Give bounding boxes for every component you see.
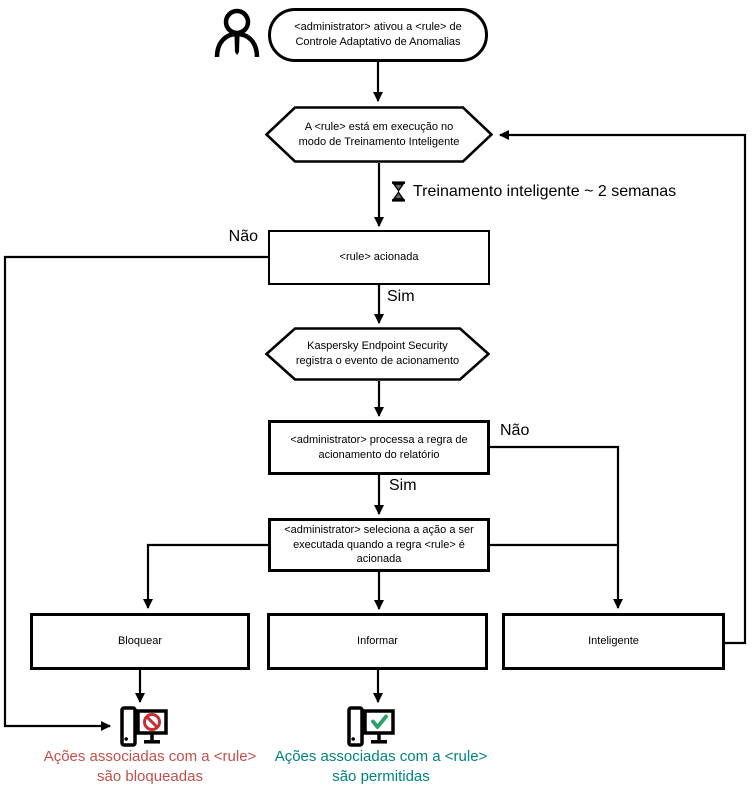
node-selects-action: <administrator> seleciona a ação a ser e… <box>268 518 490 572</box>
hexagon-shape <box>265 106 493 163</box>
outcome-blocked-line1: Ações associadas com a <rule> <box>43 748 257 765</box>
person-icon <box>214 8 260 58</box>
edge-label-rule-no: Não <box>228 228 258 245</box>
node-training-mode-label: A <rule> está em execução no modo de Tre… <box>298 120 460 148</box>
outcome-allowed-line2: são permitidas <box>332 767 430 785</box>
node-action-smart-label: Inteligente <box>588 635 639 648</box>
node-action-block-label: Bloquear <box>117 635 163 648</box>
hexagon-shape <box>265 327 490 381</box>
node-registers-event-label: Kaspersky Endpoint Security registra o e… <box>295 340 460 367</box>
node-processes-rule-label: <administrator> processa a regra de acio… <box>290 433 468 461</box>
edge-select-to-block <box>143 543 268 609</box>
edge-label-rule-yes: Sim <box>387 288 415 305</box>
hourglass-icon <box>392 181 405 202</box>
node-start: <administrator> ativou a <rule> de Contr… <box>268 8 488 62</box>
outcome-blocked-line2: são bloqueadas <box>97 767 203 785</box>
edge-smart-feedback-loop <box>499 130 747 645</box>
edge-label-process-no: Não <box>500 422 530 439</box>
check-icon <box>371 714 388 729</box>
node-rule-triggered-label: <rule> acionada <box>339 251 419 264</box>
outcome-blocked: Ações associadas com a <rule> são bloque… <box>30 747 270 787</box>
computer-allowed-icon <box>347 706 395 747</box>
edge-label-process-yes: Sim <box>389 477 417 494</box>
node-action-inform: Informar <box>267 613 488 670</box>
outcome-allowed: Ações associadas com a <rule> são permit… <box>266 747 496 787</box>
edge-process-no-to-smart <box>490 445 623 609</box>
training-duration-note: Treinamento inteligente ~ 2 semanas <box>391 181 676 202</box>
edge-rule-no-loop <box>3 255 268 731</box>
node-start-label: <administrator> ativou a <rule> de Contr… <box>294 21 462 48</box>
node-rule-triggered: <rule> acionada <box>268 230 490 285</box>
computer-blocked-icon <box>120 706 168 747</box>
node-processes-rule: <administrator> processa a regra de acio… <box>268 420 490 475</box>
node-training-mode: A <rule> está em execução no modo de Tre… <box>265 106 493 163</box>
node-action-inform-label: Informar <box>357 635 398 648</box>
node-action-smart: Inteligente <box>502 613 725 670</box>
prohibition-icon <box>143 713 161 731</box>
outcome-allowed-line1: Ações associadas com a <rule> <box>274 748 488 765</box>
training-duration-label: Treinamento inteligente ~ 2 semanas <box>413 182 677 200</box>
node-registers-event: Kaspersky Endpoint Security registra o e… <box>265 327 490 381</box>
node-action-block: Bloquear <box>30 613 250 670</box>
node-selects-action-label: <administrator> seleciona a ação a ser e… <box>284 523 474 566</box>
